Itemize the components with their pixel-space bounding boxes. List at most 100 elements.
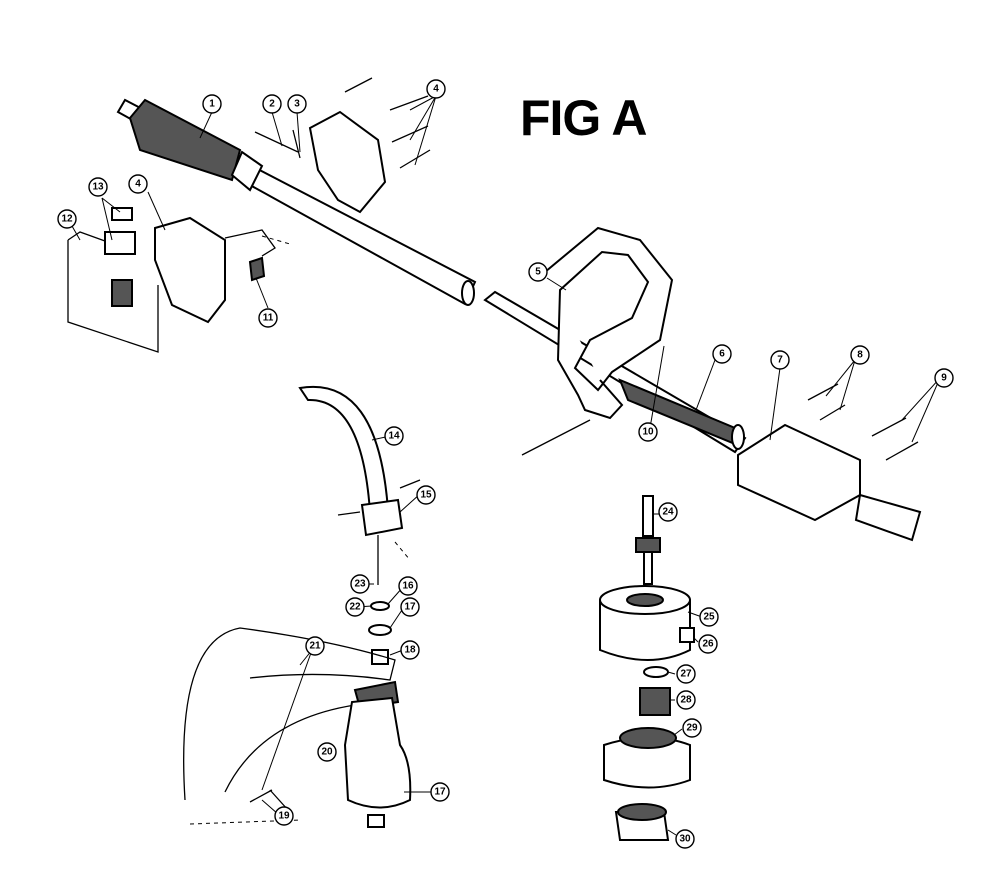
callout-number: 17 [434,787,446,798]
coupler-tube [854,493,922,542]
callout-number: 6 [719,349,725,360]
callout-number: 26 [702,639,714,650]
callout-number: 23 [354,579,366,590]
callout-circle [350,574,370,594]
clamp-bolt [399,479,421,489]
shaft-pin [254,131,299,153]
leader-line [271,111,283,147]
gearhead-housing [343,696,412,809]
bump-knob-top [617,803,667,821]
leader-line [769,367,781,441]
callout-number: 29 [686,723,698,734]
callout-c7: 7 [770,350,790,370]
callout-number: 8 [857,350,863,361]
throttle-assembly [67,207,276,353]
callout-circle [398,576,418,596]
leader-line [649,345,665,429]
leader-line [546,277,567,291]
callout-c16: 16 [398,576,418,596]
callout-c3: 3 [287,94,307,114]
guard-clip [249,789,273,803]
callout-circle [638,422,658,442]
callout-circle [675,829,695,849]
curved-shaft [298,385,390,514]
callout-c25: 25 [699,607,719,627]
callout-number: 15 [420,490,432,501]
leader-line [911,377,941,443]
callout-c4a: 4 [426,79,446,99]
assembly-guide [394,541,411,561]
coupler-housing [737,423,861,522]
callout-circle [850,345,870,365]
callout-circle [400,597,420,617]
shaft-sleeve-end [731,424,745,450]
callout-c12: 12 [57,209,77,229]
callout-number: 30 [679,834,691,845]
callout-circle [287,94,307,114]
figure-title: FIG A [520,90,646,146]
callout-circle [430,782,450,802]
callout-number: 4 [135,179,141,190]
callout-c13: 13 [88,177,108,197]
spool-washer [643,666,669,678]
ignition-switch [111,279,133,307]
leader-line [839,359,856,411]
callout-c18: 18 [400,640,420,660]
coupler-screw [885,441,919,461]
callout-number: 16 [402,581,414,592]
callout-circle [262,94,282,114]
callout-c14: 14 [384,426,404,446]
top-bracket-housing [308,110,387,214]
leader-line [389,609,403,629]
callout-circle [400,640,420,660]
lower-shaft-assembly [483,226,922,542]
callout-circle [934,368,954,388]
callout-circle [416,485,436,505]
callout-circle [202,94,222,114]
callout-c9: 9 [934,368,954,388]
bearing [368,624,392,636]
leader-line [101,197,121,213]
callout-c17b: 17 [430,782,450,802]
clamp-bolt [337,511,361,516]
callout-number: 13 [92,182,104,193]
callout-c23: 23 [350,574,370,594]
callout-number: 11 [263,313,274,324]
leader-line [199,111,213,139]
leader-line [901,377,941,421]
callout-c11: 11 [258,308,278,328]
callout-number: 20 [321,747,333,758]
callout-c20: 20 [317,742,337,762]
leader-line [101,197,113,241]
callout-circle [676,664,696,684]
callout-c21: 21 [305,636,325,656]
callout-number: 25 [703,612,715,623]
callout-circle [699,607,719,627]
throttle-lever [224,229,276,257]
callout-circle [305,636,325,656]
leader-line [414,95,437,166]
callout-c19: 19 [274,806,294,826]
grip-end-collar [230,150,264,192]
callout-c24: 24 [658,502,678,522]
leader-line [695,359,716,411]
leader-line [673,728,683,736]
callout-number: 5 [535,267,541,278]
shaft-end [461,280,475,306]
callout-c17a: 17 [400,597,420,617]
callout-circle [274,806,294,826]
callout-c26: 26 [698,634,718,654]
callout-c4b: 4 [128,174,148,194]
callout-number: 28 [680,695,692,706]
callout-number: 14 [388,431,400,442]
callout-c28: 28 [676,690,696,710]
leader-line [409,95,437,111]
callout-circle [345,597,365,617]
callout-circle [57,209,77,229]
callout-circle [128,174,148,194]
callout-number: 9 [941,373,947,384]
callout-c10: 10 [638,422,658,442]
callout-number: 7 [777,355,783,366]
spool-top [619,727,677,749]
